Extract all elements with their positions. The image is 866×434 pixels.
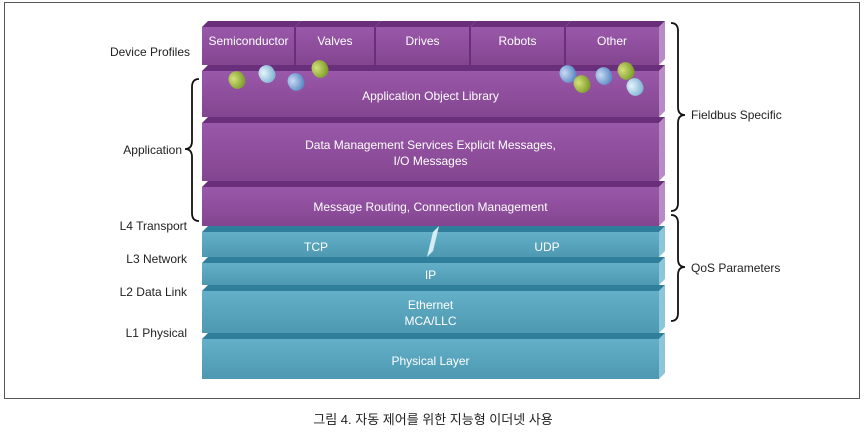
qos-right-brace	[670, 214, 686, 322]
data-mgmt-label-line1: Data Management Services Explicit Messag…	[305, 138, 556, 152]
l4-transport-label: L4 Transport	[119, 219, 187, 233]
qos-parameters-label: QoS Parameters	[691, 261, 781, 275]
device-profiles-label: Device Profiles	[109, 45, 190, 59]
profile-semiconductor-label: Semiconductor	[208, 34, 289, 48]
figure-frame: Semiconductor Valves Drives Robots Other…	[4, 2, 860, 399]
braces	[184, 22, 686, 322]
profile-other-box	[565, 27, 659, 65]
figure-caption: 그림 4. 자동 제어를 위한 지능형 이더넷 사용	[313, 412, 553, 427]
l1-physical-label: L1 Physical	[125, 326, 187, 340]
ip-label: IP	[424, 268, 437, 282]
profile-drives-label: Drives	[405, 34, 440, 48]
profile-drives-box	[375, 27, 470, 65]
l2-data-link-label: L2 Data Link	[119, 285, 187, 299]
profile-semiconductor-box	[202, 27, 295, 65]
profile-valves-label: Valves	[317, 34, 353, 48]
profile-boxes	[202, 21, 665, 65]
ethernet-label-line2: MCA/LLC	[404, 314, 457, 328]
fieldbus-right-brace	[670, 22, 686, 212]
udp-label: UDP	[534, 240, 560, 254]
profile-other-label: Other	[596, 34, 627, 48]
fieldbus-specific-label: Fieldbus Specific	[691, 108, 782, 122]
application-label: Application	[123, 143, 182, 157]
layer-data-management	[202, 117, 665, 181]
ethernet-label-line1: Ethernet	[407, 298, 454, 312]
profile-robots-label: Robots	[498, 34, 537, 48]
tcp-label: TCP	[304, 240, 328, 254]
app-object-library-label: Application Object Library	[362, 89, 499, 103]
application-left-brace	[184, 78, 200, 222]
layer-ip	[202, 257, 665, 285]
device-cylinders	[228, 60, 644, 96]
layer-message-routing	[202, 181, 665, 226]
layer-transport	[202, 226, 665, 257]
data-mgmt-label-line2: I/O Messages	[393, 154, 468, 168]
profile-robots-box	[470, 27, 565, 65]
profile-valves-box	[295, 27, 375, 65]
message-routing-label: Message Routing, Connection Management	[313, 200, 548, 214]
physical-layer-label: Physical Layer	[391, 354, 470, 368]
l3-network-label: L3 Network	[126, 252, 187, 266]
layer-physical	[202, 333, 665, 379]
protocol-stack-diagram	[184, 21, 686, 379]
layer-ethernet	[202, 285, 665, 333]
